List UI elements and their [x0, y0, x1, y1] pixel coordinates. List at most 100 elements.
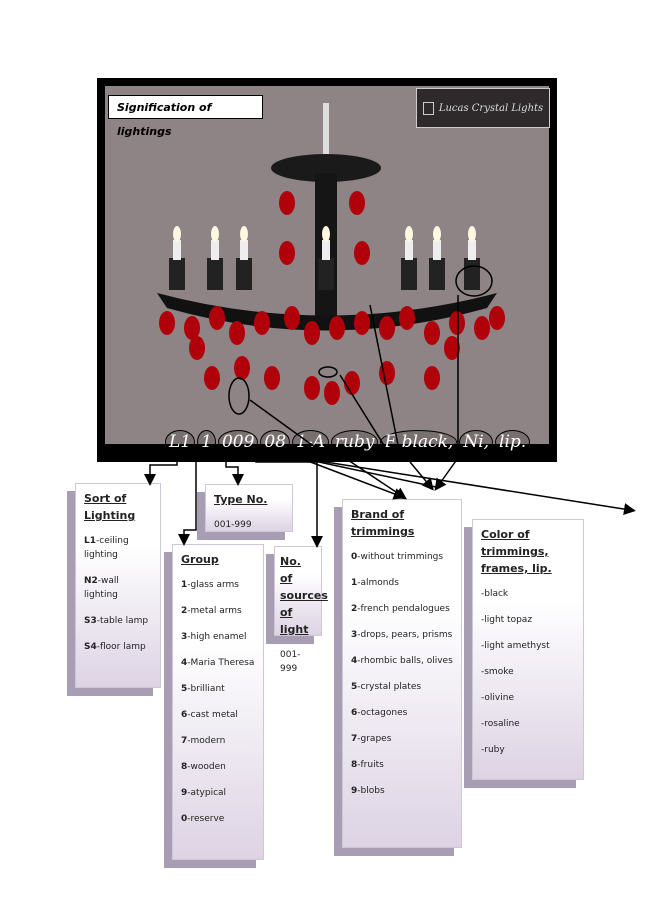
- page-title: Signification of lightings: [108, 95, 263, 138]
- bulb: [211, 226, 219, 242]
- box-title: Sort of Lighting: [84, 492, 136, 522]
- candle: [173, 240, 181, 260]
- box-item: 4-rhombic balls, olives: [351, 656, 453, 666]
- code-segment: lip.: [495, 430, 531, 454]
- ruby-drop: [449, 311, 465, 335]
- box-item: 2-french pendalogues: [351, 604, 450, 614]
- ruby-drop: [444, 336, 460, 360]
- box-item: 3-drops, pears, prisms: [351, 630, 453, 640]
- logo-icon: [422, 101, 434, 115]
- code-segment: 1: [197, 430, 216, 454]
- bulb: [240, 226, 248, 242]
- bulb: [468, 226, 476, 242]
- box-title: Brand of trimmings: [351, 508, 415, 538]
- box-title: Color of trimmings, frames, lip.: [481, 528, 552, 575]
- ruby-drop: [354, 241, 370, 265]
- code-segment: F black,: [380, 430, 458, 454]
- candle-cup: [401, 258, 417, 290]
- ruby-drop: [284, 306, 300, 330]
- ruby-drop: [354, 311, 370, 335]
- box-item: 0-without trimmings: [351, 552, 444, 562]
- ruby-drop: [209, 306, 225, 330]
- box-item: 7-modern: [181, 736, 226, 746]
- box-item: 1-glass arms: [181, 580, 239, 590]
- ruby-drop: [189, 336, 205, 360]
- ruby-drop: [304, 376, 320, 400]
- ruby-drop: [254, 311, 270, 335]
- code-segment: ruby: [330, 430, 379, 454]
- brand-box: Brand of trimmings 0-without trimmings 1-a…: [342, 499, 462, 848]
- box-item: 6-cast metal: [181, 710, 238, 720]
- candle-cup: [207, 258, 223, 290]
- box-item: -ruby: [481, 745, 505, 755]
- box-title: Type No.: [214, 493, 268, 506]
- code-segment: 08: [260, 430, 291, 454]
- candle: [240, 240, 248, 260]
- ruby-drop: [379, 316, 395, 340]
- ruby-drop: [424, 321, 440, 345]
- ruby-drop: [279, 241, 295, 265]
- ruby-drop: [229, 321, 245, 345]
- box-item: N2-wall lighting: [84, 576, 119, 600]
- candle-cup: [318, 258, 334, 290]
- ruby-drop: [234, 356, 250, 380]
- box-title: Group: [181, 553, 219, 566]
- bulb: [433, 226, 441, 242]
- candle-cup: [429, 258, 445, 290]
- code-segment: L1: [165, 430, 196, 454]
- ruby-drop: [264, 366, 280, 390]
- color-box: Color of trimmings, frames, lip. -black -l…: [472, 519, 584, 780]
- box-item: 1-almonds: [351, 578, 399, 588]
- box-item: 2-metal arms: [181, 606, 242, 616]
- box-item: -black: [481, 589, 509, 599]
- candle: [433, 240, 441, 260]
- box-range: 001-999: [214, 520, 252, 530]
- box-item: 9-blobs: [351, 786, 385, 796]
- ruby-drop: [329, 316, 345, 340]
- type-box: Type No. 001-999: [205, 484, 293, 532]
- ruby-drop: [489, 306, 505, 330]
- box-item: -rosaline: [481, 719, 520, 729]
- ruby-drop: [324, 381, 340, 405]
- code-segment: Ni,: [459, 430, 494, 454]
- box-title: No. of sources of light: [280, 555, 328, 636]
- box-item: -light topaz: [481, 615, 533, 625]
- box-item: 9-atypical: [181, 788, 227, 798]
- group-box: Group 1-glass arms 2-metal arms 3-high enam…: [172, 544, 264, 860]
- ruby-drop: [349, 191, 365, 215]
- box-item: 8-fruits: [351, 760, 384, 770]
- box-item: L1-ceiling lighting: [84, 536, 129, 560]
- box-item: 6-octagones: [351, 708, 408, 718]
- box-item: 3-high enamel: [181, 632, 247, 642]
- ruby-drop: [424, 366, 440, 390]
- candle: [322, 240, 330, 260]
- ruby-drop: [159, 311, 175, 335]
- box-item: 5-crystal plates: [351, 682, 422, 692]
- logo-text: Lucas Crystal Lights: [438, 102, 544, 114]
- chandelier-photo: [97, 78, 557, 462]
- bulb: [322, 226, 330, 242]
- box-range: 001-999: [280, 650, 301, 674]
- ruby-drop: [279, 191, 295, 215]
- box-item: -light amethyst: [481, 641, 550, 651]
- box-item: -smoke: [481, 667, 514, 677]
- box-item: 4-Maria Theresa: [181, 658, 255, 668]
- ruby-drop: [204, 366, 220, 390]
- sources-box: No. of sources of light 001-999: [274, 546, 328, 674]
- chandelier-image: [157, 103, 505, 405]
- box-item: 5-brilliant: [181, 684, 225, 694]
- brand-logo: Lucas Crystal Lights: [416, 88, 550, 128]
- ruby-drop: [399, 306, 415, 330]
- candle-cup: [169, 258, 185, 290]
- code-segment: 009: [217, 430, 259, 454]
- box-item: 0-reserve: [181, 814, 225, 824]
- box-item: -olivine: [481, 693, 514, 703]
- bulb: [405, 226, 413, 242]
- box-item: S3-table lamp: [84, 616, 149, 626]
- box-item: 7-grapes: [351, 734, 392, 744]
- box-item: 8-wooden: [181, 762, 226, 772]
- canopy: [271, 154, 381, 182]
- candle: [211, 240, 219, 260]
